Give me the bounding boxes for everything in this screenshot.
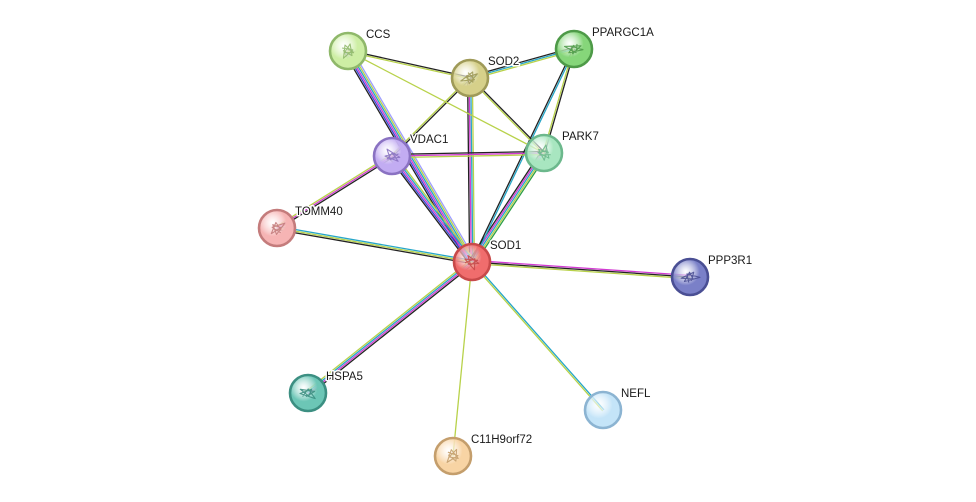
edge-channel-line [466,77,471,263]
edge-VDAC1-PARK7[interactable] [391,150,545,159]
node-circle[interactable] [670,257,710,297]
edge-channel-line [471,259,691,277]
node-label-ccs: CCS [366,29,391,41]
edge-channel-line [474,154,548,265]
protein-structure-icon [270,221,286,235]
protein-structure-icon [563,43,584,55]
edge-channel-line [347,50,545,154]
node-label-sod2: SOD2 [488,56,519,68]
edge-channel-line [470,261,604,412]
protein-structure-icon [680,271,701,283]
node-circle[interactable] [583,390,623,430]
node-circle[interactable] [524,133,564,173]
node-ppp3r1[interactable]: PPP3R1 [670,254,754,297]
edge-channel-line [391,155,473,263]
edge-channel-line [391,152,545,157]
edge-channel-line [276,225,473,262]
protein-structure-icon [299,388,316,400]
edge-channel-line [471,260,605,411]
node-circle[interactable] [450,58,490,98]
edge-SOD1-PPP3R1[interactable] [471,259,691,280]
edge-channel-line [277,156,394,231]
edge-SOD1-TOMM40[interactable] [276,225,473,265]
node-sod1[interactable]: SOD1 [452,239,523,282]
edge-SOD1-NEFL[interactable] [470,260,605,412]
node-label-nefl: NEFL [621,388,651,400]
edge-channel-line [308,263,475,396]
edge-SOD1-HSPA5[interactable] [305,259,475,396]
node-circle[interactable] [288,373,328,413]
edge-channel-line [347,51,471,80]
protein-structure-icon [464,255,480,271]
node-label-vdac1: VDAC1 [410,134,448,146]
edge-channel-line [392,154,474,262]
node-circle[interactable] [452,242,492,282]
edge-channel-line [307,261,474,395]
node-ppargc1a[interactable]: PPARGC1A [554,26,656,69]
node-label-hspa5: HSPA5 [326,371,363,383]
edge-channel-line [471,77,476,263]
node-circle[interactable] [257,208,297,248]
edge-channel-line [276,227,473,263]
edge-channel-line [471,262,691,280]
edge-channel-line [305,259,472,392]
edge-channel-line [393,153,476,261]
edge-channel-line [391,153,545,159]
node-sod2[interactable]: SOD2 [450,55,521,98]
edge-SOD1-VDAC1[interactable] [388,153,476,265]
node-tomm40[interactable]: TOMM40 [257,205,344,248]
protein-structure-icon [537,144,551,161]
edge-channel-line [471,152,545,263]
node-label-park7: PARK7 [562,131,599,143]
node-ccs[interactable]: CCS [328,28,392,71]
node-vdac1[interactable]: VDAC1 [372,133,450,176]
node-label-ppp3r1: PPP3R1 [708,255,752,267]
edge-channel-line [452,261,473,457]
nodes-layer: SOD1 CCS SOD2 PPARGC1A VDAC1 PARK7TOMM40PPP3R… [257,26,754,476]
protein-structure-icon [384,148,401,162]
edge-channel-line [275,153,392,228]
edge-channel-line [388,157,471,265]
node-park7[interactable]: PARK7 [524,130,600,173]
edge-channel-line [391,150,545,156]
node-label-c11h9orf72: C11H9orf72 [471,434,532,446]
node-c11h9orf72[interactable]: C11H9orf72 [433,433,534,476]
edge-channel-line [468,77,472,263]
node-circle[interactable] [554,29,594,69]
protein-structure-icon [446,448,459,463]
node-label-tomm40: TOMM40 [295,206,343,218]
edge-channel-line [472,153,546,264]
edge-channel-line [276,228,473,265]
node-circle[interactable] [433,436,473,476]
node-hspa5[interactable]: HSPA5 [288,370,364,413]
edge-channel-line [306,260,473,394]
node-label-sod1: SOD1 [490,240,521,252]
edge-channel-line [347,49,471,78]
node-nefl[interactable]: NEFL [583,387,653,430]
edge-channel-line [470,77,474,263]
edge-channel-line [472,48,576,264]
node-label-ppargc1a: PPARGC1A [592,27,654,39]
edge-channel-line [471,261,691,278]
edge-SOD1-C11H9orf72[interactable] [452,261,473,457]
edge-SOD1-SOD2[interactable] [466,77,476,263]
node-circle[interactable] [372,136,412,176]
edge-VDAC1-TOMM40[interactable] [275,153,394,231]
edge-CCS-SOD2[interactable] [347,49,471,80]
protein-structure-icon [342,43,355,59]
protein-structure-icon [460,71,478,85]
edge-channel-line [390,156,472,264]
edge-CCS-PARK7[interactable] [347,50,545,154]
edge-channel-line [276,155,393,229]
node-circle[interactable] [328,31,368,71]
